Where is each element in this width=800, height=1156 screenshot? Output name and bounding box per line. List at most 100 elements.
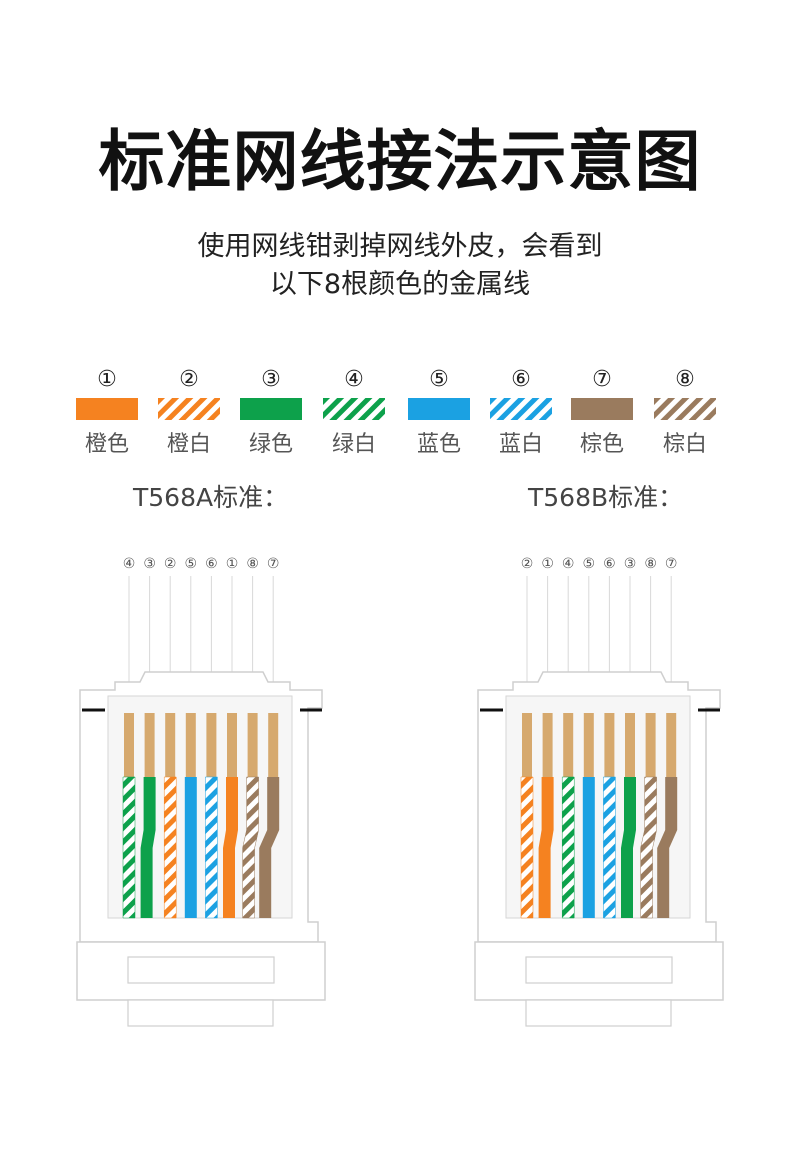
legend-number: ⑧ xyxy=(675,367,695,392)
legend-number: ② xyxy=(179,367,199,392)
wire-8 xyxy=(657,777,678,918)
wire-6 xyxy=(223,777,238,918)
pin-number-label: ⑥ xyxy=(205,556,218,572)
swatch-fill xyxy=(654,398,716,420)
swatch-fill xyxy=(240,398,302,420)
pin-number-label: ⑥ xyxy=(603,556,616,572)
gold-contact xyxy=(206,713,217,777)
gold-contact xyxy=(563,713,574,777)
legend-item: ⑧ 棕白 xyxy=(644,366,726,458)
pin-number-label: ② xyxy=(521,556,534,572)
pin-number-label: ③ xyxy=(143,556,156,572)
wire-1 xyxy=(122,776,136,919)
pin-number-label: ⑧ xyxy=(246,556,259,572)
legend-label: 橙色 xyxy=(84,432,129,457)
pin-number-label: ① xyxy=(226,556,239,572)
swatch-fill xyxy=(408,398,470,420)
swatch-fill xyxy=(76,398,138,420)
wire-swatch xyxy=(408,398,470,420)
gold-contact xyxy=(645,713,656,777)
legend-number: ① xyxy=(97,367,117,392)
page-title: 标准网线接法示意图 xyxy=(98,123,702,200)
legend-label: 蓝色 xyxy=(416,432,461,457)
gold-contact xyxy=(522,713,532,777)
gold-contact xyxy=(625,713,635,777)
gold-contact xyxy=(542,713,553,777)
legend-number: ④ xyxy=(344,367,364,392)
wire-7 xyxy=(242,776,259,919)
wire-swatch xyxy=(76,398,138,420)
legend-number: ⑦ xyxy=(592,367,612,392)
gold-contact xyxy=(124,713,134,777)
pin-number-label: ⑧ xyxy=(644,556,657,572)
legend-label: 蓝白 xyxy=(498,432,543,457)
gold-contact xyxy=(268,713,279,777)
swatch-fill xyxy=(490,398,552,420)
legend-label: 棕白 xyxy=(662,432,707,457)
wire-swatch xyxy=(654,398,716,420)
swatch-fill xyxy=(571,398,633,420)
wire-2 xyxy=(140,777,156,918)
subtitle-line-2: 以下8根颜色的金属线 xyxy=(269,269,531,300)
legend-item: ④ 绿白 xyxy=(313,366,395,458)
gold-contact xyxy=(227,713,237,777)
legend-item: ⑦ 棕色 xyxy=(561,366,643,458)
wire-swatch xyxy=(571,398,633,420)
cable-end xyxy=(127,999,274,1027)
gold-contact xyxy=(185,713,196,777)
wire-swatch xyxy=(323,398,385,420)
gold-contact xyxy=(583,713,594,777)
boot-window xyxy=(127,956,275,984)
pin-number-label: ④ xyxy=(123,556,136,572)
legend-item: ① 橙色 xyxy=(66,366,148,458)
pin-number-label: ⑤ xyxy=(583,556,596,572)
legend-number: ⑤ xyxy=(429,367,449,392)
t568b-label: T568B标准： xyxy=(528,483,684,512)
t568a-label: T568A标准： xyxy=(133,483,289,512)
wire-5 xyxy=(603,776,616,919)
pin-number-label: ⑤ xyxy=(185,556,198,572)
wire-3 xyxy=(561,776,575,919)
gold-contact xyxy=(165,713,176,777)
wire-5 xyxy=(205,776,218,919)
pin-number-label: ① xyxy=(541,556,554,572)
wire-8 xyxy=(259,777,280,918)
legend-item: ③ 绿色 xyxy=(230,366,312,458)
legend-number: ③ xyxy=(261,367,281,392)
swatch-fill xyxy=(158,398,220,420)
legend-item: ⑤ 蓝色 xyxy=(398,366,480,458)
gold-contact xyxy=(604,713,615,777)
wire-4 xyxy=(582,777,595,918)
wire-3 xyxy=(163,776,177,919)
legend-label: 绿白 xyxy=(331,432,376,457)
cable-end xyxy=(525,999,672,1027)
wire-swatch xyxy=(240,398,302,420)
wire-1 xyxy=(520,776,534,919)
legend-item: ⑥ 蓝白 xyxy=(480,366,562,458)
wire-4 xyxy=(184,777,197,918)
legend-number: ⑥ xyxy=(511,367,531,392)
wire-7 xyxy=(640,776,657,919)
wire-6 xyxy=(621,777,636,918)
pin-number-label: ④ xyxy=(562,556,575,572)
legend-label: 绿色 xyxy=(248,432,293,457)
gold-contact xyxy=(144,713,155,777)
gold-contact xyxy=(666,713,677,777)
legend-label: 橙白 xyxy=(166,432,211,457)
wire-swatch xyxy=(490,398,552,420)
wire-color-legend: ① 橙色 ② 橙白 ③ 绿色 ④ 绿白 ⑤ 蓝色 ⑥ 蓝白 ⑦ 棕色 ⑧ 棕白 xyxy=(0,366,800,461)
subtitle-line-1: 使用网线钳剥掉网线外皮，会看到 xyxy=(197,231,603,262)
legend-label: 棕色 xyxy=(579,432,624,457)
pin-number-label: ② xyxy=(164,556,177,572)
pin-number-label: ③ xyxy=(624,556,637,572)
wire-swatch xyxy=(158,398,220,420)
pin-number-label: ⑦ xyxy=(665,556,678,572)
swatch-fill xyxy=(323,398,385,420)
legend-item: ② 橙白 xyxy=(148,366,230,458)
boot-window xyxy=(525,956,673,984)
gold-contact xyxy=(247,713,258,777)
wire-2 xyxy=(538,777,554,918)
pin-number-label: ⑦ xyxy=(267,556,280,572)
